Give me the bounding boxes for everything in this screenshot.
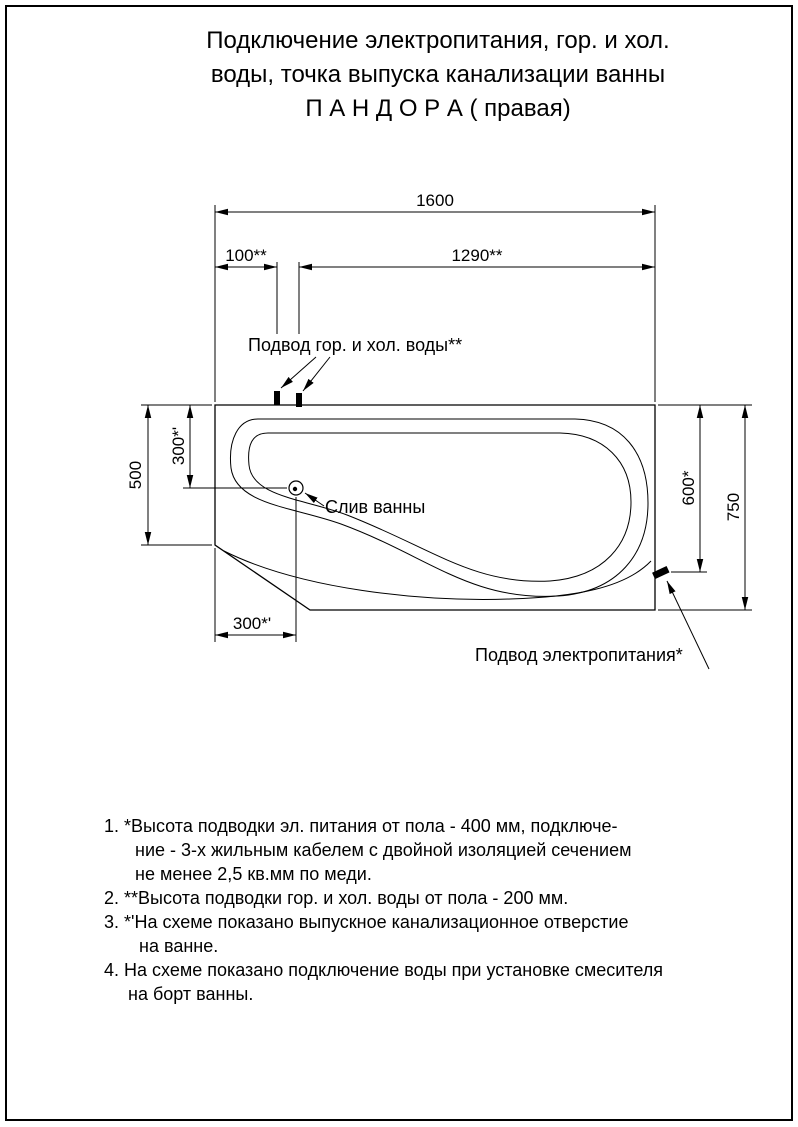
note-line: не менее 2,5 кв.мм по меди. — [135, 864, 372, 884]
note-line: на ванне. — [139, 936, 219, 956]
tub-rim-line — [229, 418, 649, 597]
title-line-2: воды, точка выпуска канализации ванны — [210, 61, 666, 88]
electric-connection-marker — [652, 565, 670, 580]
note-line: 2. **Высота подводки гор. и хол. воды от… — [104, 888, 569, 908]
dim-text-total-length: 1600 — [416, 191, 454, 210]
note-line: 1. *Высота подводки эл. питания от пола … — [104, 816, 618, 836]
drain-hole-center-dot — [292, 486, 298, 492]
tub-outer-outline — [214, 404, 656, 611]
dim-text-water-span: 1290** — [451, 246, 502, 265]
leader-drain — [304, 492, 325, 507]
title-line-3: П А Н Д О Р А ( правая) — [305, 95, 571, 122]
dim-text-water-offset: 100** — [225, 246, 267, 265]
title-line-1: Подключение электропитания, гор. и хол. — [206, 27, 670, 54]
leader-water-2 — [302, 356, 331, 392]
label-drain: Слив ванны — [325, 497, 425, 517]
water-connection-marker-1 — [274, 391, 280, 405]
tub-bowl-line — [248, 432, 632, 582]
dim-text-left-height: 500 — [126, 461, 145, 489]
note-line: 4. На схеме показано подключение воды пр… — [104, 960, 664, 980]
dim-text-electric-from-top: 600* — [679, 470, 698, 505]
dim-text-drain-from-top: 300*' — [169, 427, 188, 465]
note-line: на борт ванны. — [128, 984, 254, 1004]
tub-skirt-line — [223, 550, 652, 600]
water-connection-marker-2 — [296, 393, 302, 407]
note-line: 3. *'На схеме показано выпускное канализ… — [104, 912, 629, 932]
leader-water-1 — [280, 356, 317, 389]
note-line: ние - 3-х жильным кабелем с двойной изол… — [135, 840, 632, 860]
dim-text-drain-from-left: 300*' — [233, 614, 271, 633]
label-electric-supply: Подвод электропитания* — [475, 645, 683, 665]
page-border-frame — [5, 5, 793, 1121]
dim-text-total-width: 750 — [724, 493, 743, 521]
page-title: Подключение электропитания, гор. и хол. … — [90, 24, 786, 126]
notes-block: 1. *Высота подводки эл. питания от пола … — [104, 814, 663, 1006]
label-water-supply: Подвод гор. и хол. воды** — [248, 335, 462, 355]
leader-electric — [666, 580, 710, 670]
